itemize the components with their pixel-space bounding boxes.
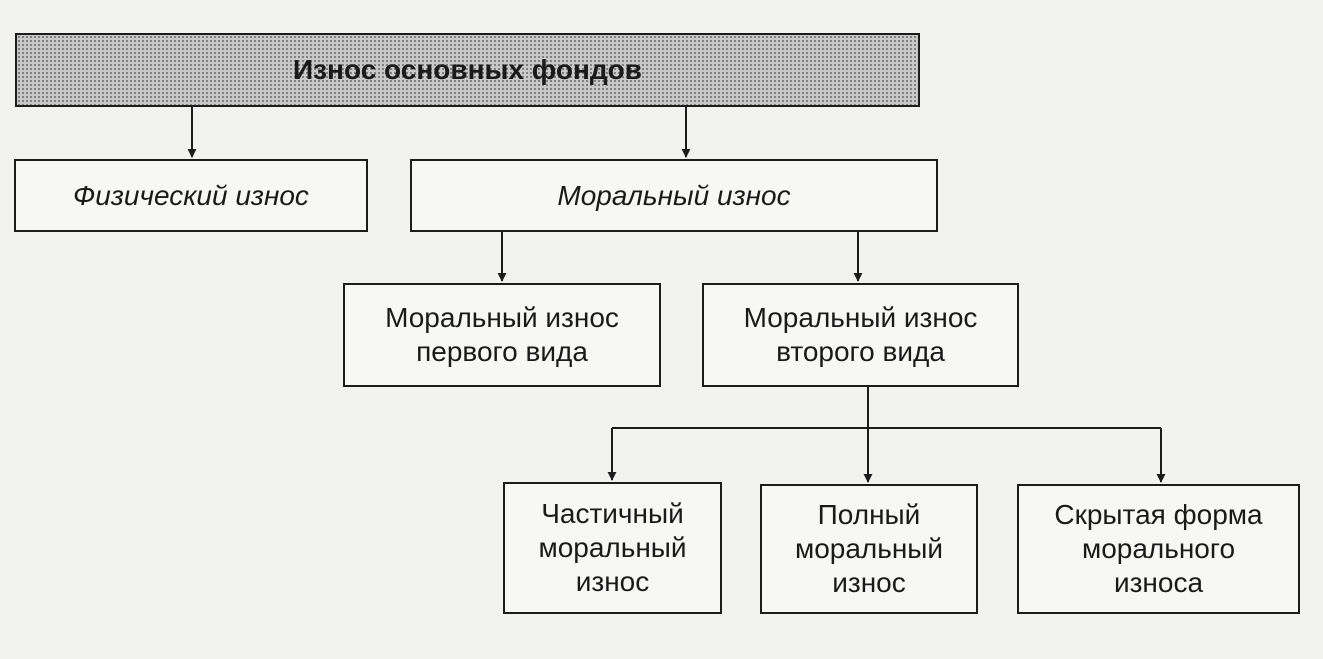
node-fixed-assets-depreciation: Износ основных фондов	[15, 33, 920, 107]
node-moral-second-type: Моральный износ второго вида	[702, 283, 1019, 387]
node-moral-first-type-label: Моральный износ первого вида	[385, 302, 619, 367]
node-physical-depreciation: Физический износ	[14, 159, 368, 232]
node-moral-depreciation-label: Моральный износ	[557, 179, 791, 211]
node-moral-second-type-label: Моральный износ второго вида	[743, 302, 978, 367]
node-full-moral-label: Полный моральный износ	[794, 499, 944, 598]
node-physical-depreciation-label: Физический износ	[73, 179, 309, 211]
node-full-moral: Полный моральный износ	[760, 484, 978, 614]
node-hidden-moral: Скрытая форма морального износа	[1017, 484, 1300, 614]
node-partial-moral: Частичный моральный износ	[503, 482, 722, 614]
node-hidden-moral-label: Скрытая форма морального износа	[1054, 499, 1263, 598]
node-partial-moral-label: Частичный моральный износ	[538, 498, 687, 597]
node-moral-depreciation: Моральный износ	[410, 159, 938, 232]
node-moral-first-type: Моральный износ первого вида	[343, 283, 661, 387]
node-fixed-assets-depreciation-label: Износ основных фондов	[293, 54, 642, 85]
